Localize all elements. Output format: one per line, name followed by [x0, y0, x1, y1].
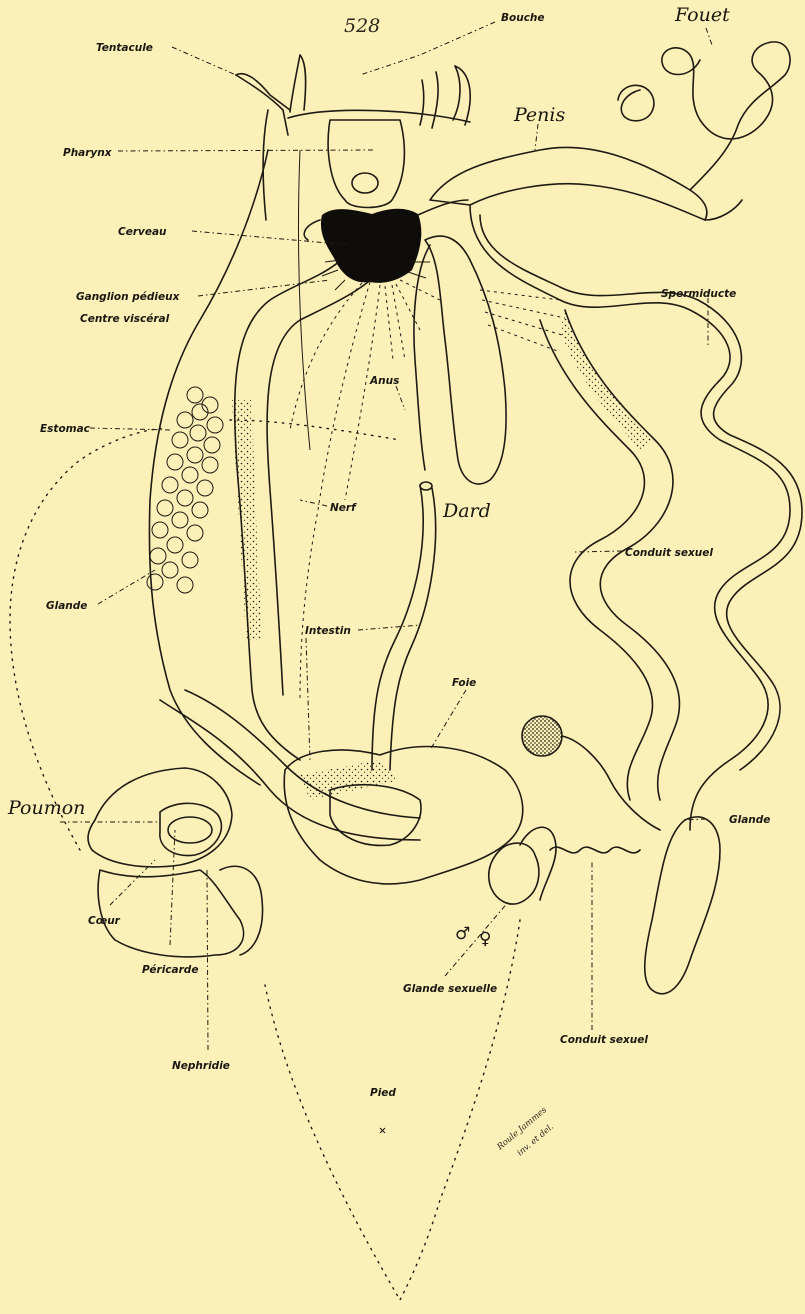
label-pericarde: Péricarde	[142, 964, 198, 976]
pied-marker	[380, 1128, 385, 1133]
dard-organ	[425, 236, 506, 484]
penis-organ	[430, 147, 707, 220]
label-coeur: Cœur	[88, 915, 121, 927]
cerveau-ganglia	[304, 200, 468, 290]
label-centre-visceral: Centre viscéral	[80, 313, 170, 325]
label-glande-1: Glande	[46, 600, 87, 612]
label-nerf: Nerf	[330, 502, 357, 514]
pharynx-organ	[328, 120, 404, 208]
leader-lines	[60, 22, 712, 1050]
label-nephridie: Nephridie	[172, 1060, 230, 1072]
label-intestin: Intestin	[305, 625, 351, 637]
label-pied: Pied	[370, 1087, 396, 1099]
page-number: 528	[344, 15, 380, 37]
label-dard: Dard	[442, 500, 491, 522]
poumon-lung	[88, 768, 232, 867]
label-glande-sexuelle: Glande sexuelle	[403, 983, 497, 995]
glande-organ	[645, 817, 720, 994]
gland-cells	[147, 387, 223, 593]
label-poumon: Poumon	[7, 797, 85, 819]
label-pharynx: Pharynx	[63, 147, 113, 159]
female-symbol: ♀	[479, 929, 491, 949]
digestive-tract	[147, 235, 436, 840]
label-conduit-sexuel-2: Conduit sexuel	[560, 1034, 648, 1046]
label-glande-2: Glande	[729, 814, 770, 826]
pied-foot	[10, 420, 520, 1300]
glande-sexuelle-organ	[489, 843, 539, 904]
foie-liver	[284, 747, 523, 884]
nerves	[290, 280, 440, 700]
label-fouet: Fouet	[674, 4, 730, 26]
label-penis: Penis	[513, 104, 565, 126]
label-conduit-sexuel-1: Conduit sexuel	[625, 547, 713, 559]
label-bouche: Bouche	[501, 12, 545, 24]
label-anus: Anus	[369, 375, 399, 387]
spermatheca-ball	[522, 716, 562, 756]
label-foie: Foie	[452, 677, 476, 689]
label-ganglion-pedieux: Ganglion pédieux	[76, 291, 181, 303]
label-spermiducte: Spermiducte	[661, 288, 736, 300]
label-tentacule: Tentacule	[96, 42, 153, 54]
label-cerveau: Cerveau	[118, 226, 167, 238]
pericarde-nephridie	[98, 866, 262, 957]
label-estomac: Estomac	[40, 423, 91, 435]
fouet-organ	[662, 42, 790, 220]
male-symbol: ♂	[455, 924, 470, 944]
